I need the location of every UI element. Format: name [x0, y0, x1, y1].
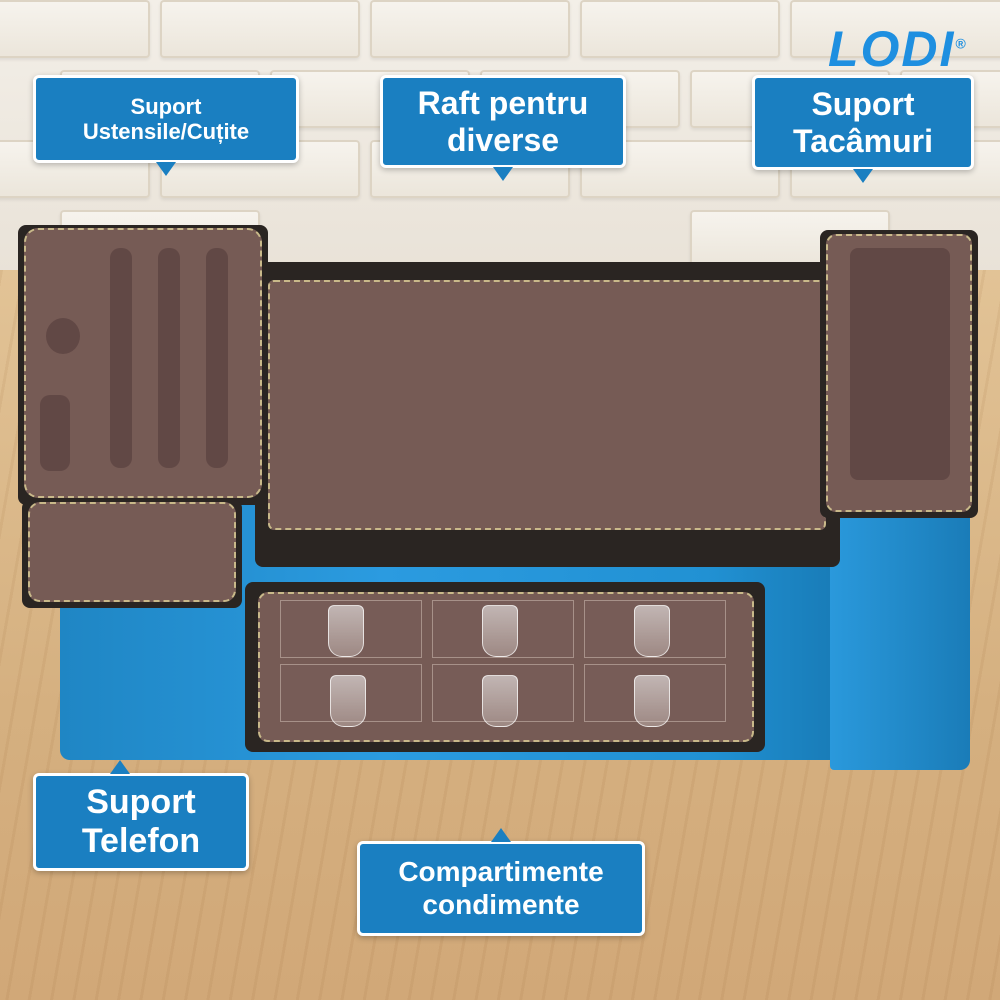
callout-shelf: Raft pentru diverse: [380, 75, 626, 181]
callout-arrow: [853, 169, 873, 183]
callout-cutlery: Suport Tacâmuri: [752, 75, 974, 183]
shelf-insert: [268, 280, 826, 530]
callout-spices: Compartimente condimente: [357, 828, 645, 936]
brand-logo: LODI®: [828, 21, 968, 77]
callout-utensils-knives: Suport Ustensile/Cuțite: [33, 75, 299, 176]
callout-arrow: [156, 162, 176, 176]
callout-arrow: [110, 760, 130, 774]
phone-stand-insert: [28, 502, 236, 602]
organizer-blue-side: [830, 500, 970, 770]
callout-arrow: [493, 167, 513, 181]
callout-phone: Suport Telefon: [33, 760, 249, 871]
callout-arrow: [491, 828, 511, 842]
